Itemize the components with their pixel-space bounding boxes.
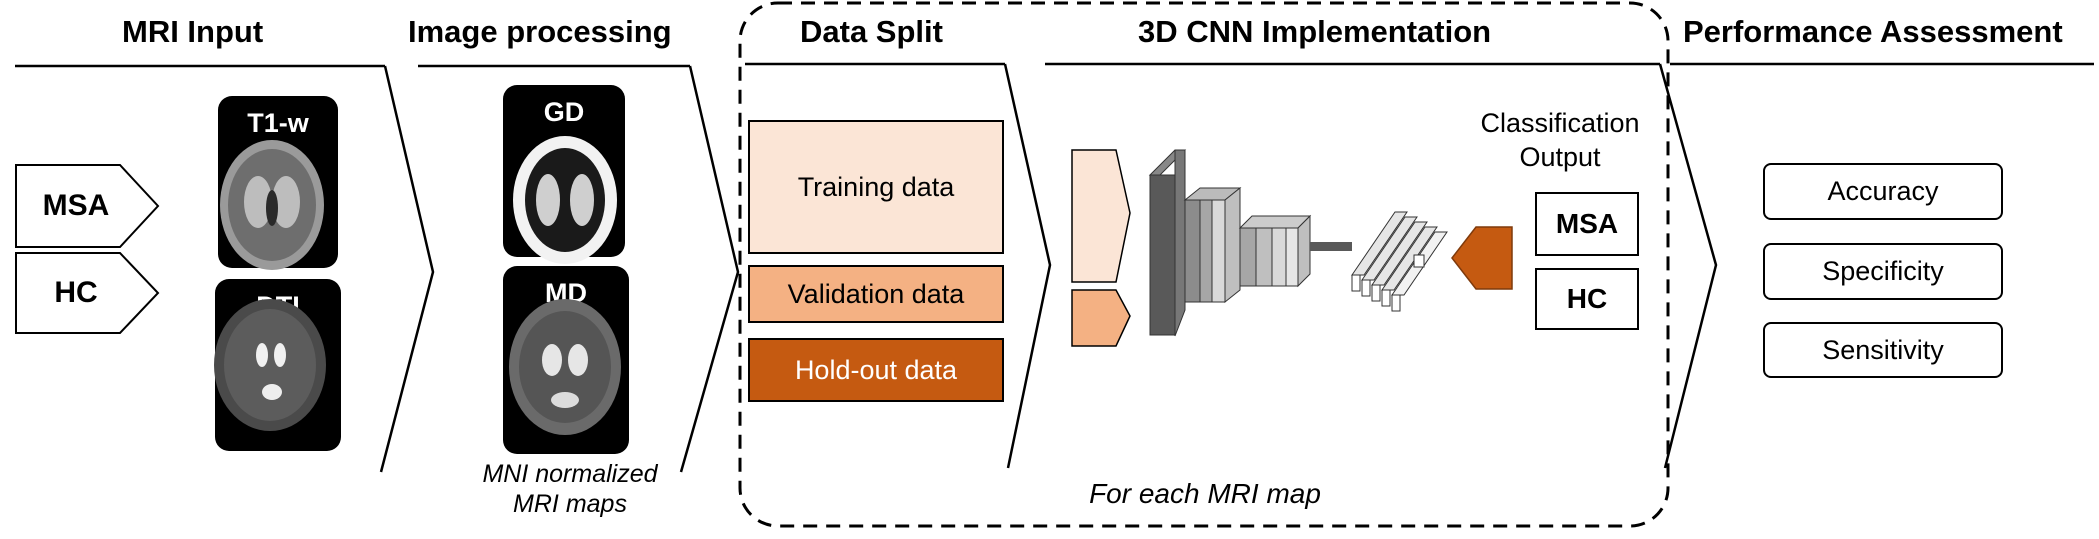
mni-caption-line2: MRI maps xyxy=(513,490,627,518)
holdout-data-box: Hold-out data xyxy=(748,338,1004,402)
training-data-box: Training data xyxy=(748,120,1004,254)
metric-accuracy: Accuracy xyxy=(1763,163,2003,220)
hc-input-label: HC xyxy=(54,276,98,309)
header-data-split: Data Split xyxy=(800,14,943,49)
dashed-frame xyxy=(738,1,1670,528)
header-3d-cnn: 3D CNN Implementation xyxy=(1138,14,1492,49)
metric-sensitivity: Sensitivity xyxy=(1763,322,2003,378)
dti-brain-image xyxy=(214,299,326,431)
t1-label: T1-w xyxy=(247,108,309,138)
cnn-architecture xyxy=(1148,149,1448,337)
gd-brain-image xyxy=(513,136,617,264)
cnn-input-validation xyxy=(1071,289,1131,347)
header-image-processing: Image processing xyxy=(408,14,672,49)
cnn-input-training xyxy=(1071,149,1131,283)
for-each-caption: For each MRI map xyxy=(1089,478,1321,509)
msa-input-arrow xyxy=(15,164,160,248)
header-mri-input: MRI Input xyxy=(122,14,264,49)
t1-brain-image xyxy=(220,140,324,270)
classification-output-label-line1: Classification xyxy=(1480,108,1640,138)
metric-specificity: Specificity xyxy=(1763,243,2003,300)
output-msa-box: MSA xyxy=(1535,192,1639,256)
msa-input-label: MSA xyxy=(42,189,110,222)
hc-input-arrow xyxy=(15,252,160,334)
chevron-separator-2 xyxy=(679,65,740,473)
validation-data-box: Validation data xyxy=(748,265,1004,323)
mni-caption-line1: MNI normalized xyxy=(482,460,658,488)
classification-output-label-line2: Output xyxy=(1519,142,1601,172)
chevron-separator-3 xyxy=(1003,63,1052,469)
output-hc-box: HC xyxy=(1535,268,1639,330)
output-arrow xyxy=(1451,226,1513,290)
chevron-separator-4 xyxy=(1658,63,1718,469)
header-performance: Performance Assessment xyxy=(1683,14,2063,49)
gd-label: GD xyxy=(543,97,585,127)
fc-layers xyxy=(1351,211,1448,312)
md-brain-image xyxy=(509,299,621,435)
chevron-separator-1 xyxy=(379,65,435,473)
